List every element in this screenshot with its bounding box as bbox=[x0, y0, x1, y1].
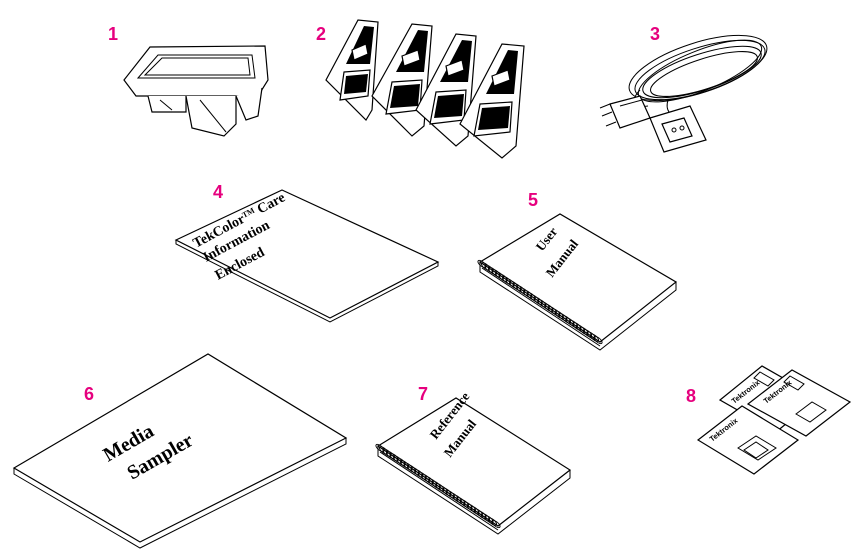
spiral-coil bbox=[491, 519, 501, 529]
item-number-5: 5 bbox=[528, 190, 538, 210]
item-number-8: 8 bbox=[686, 386, 696, 406]
reference-manual-spiral bbox=[375, 443, 501, 529]
ink-stick-3 bbox=[415, 33, 477, 147]
item-number-2: 2 bbox=[316, 24, 326, 44]
ink-stick-4 bbox=[459, 43, 525, 159]
item-7-reference-manual: 7 Reference Manual bbox=[375, 384, 572, 535]
item-6-media-sampler: 6 Media Sampler bbox=[12, 353, 348, 549]
spiral-coil bbox=[593, 335, 603, 345]
item-2-ink-sticks: 2 bbox=[316, 19, 525, 159]
plug-female bbox=[649, 105, 707, 153]
user-manual-spiral bbox=[477, 259, 603, 345]
item-1-tray: 1 bbox=[108, 24, 269, 137]
item-4-tekcolor-care-booklet: 4 TekColorTM Care Information Enclosed bbox=[174, 182, 440, 323]
item-8-floppy-disks: 8 Tektronix Tektronix Tektronix bbox=[686, 365, 851, 475]
ink-stick-1 bbox=[325, 19, 379, 121]
item-3-power-cord: 3 bbox=[599, 24, 768, 153]
plug-male bbox=[599, 95, 651, 129]
ink-stick-2 bbox=[371, 23, 433, 137]
item-number-1: 1 bbox=[108, 24, 118, 44]
item-number-6: 6 bbox=[84, 384, 94, 404]
item-number-4: 4 bbox=[213, 182, 223, 202]
item-number-7: 7 bbox=[418, 384, 428, 404]
item-number-3: 3 bbox=[650, 24, 660, 44]
item-5-user-manual: 5 User Manual bbox=[477, 190, 678, 351]
